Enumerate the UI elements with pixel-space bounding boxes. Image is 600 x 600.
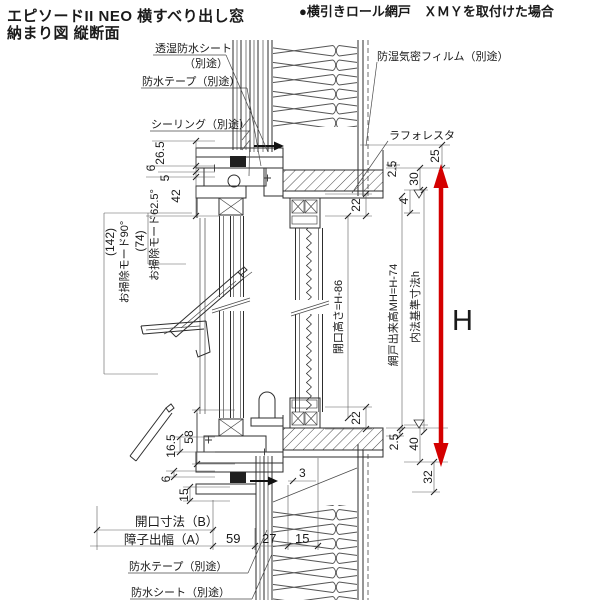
- header-note: ●横引きロール網戸 ＸＭＹを取付けた場合: [299, 4, 555, 19]
- operator-handle: [258, 391, 276, 418]
- dim-25: 25: [428, 149, 442, 163]
- dim-27: 27: [262, 531, 276, 546]
- dim-6-top: 6: [144, 164, 158, 171]
- screen-housing-top: [289, 197, 321, 229]
- screw-plus-marks: [205, 164, 271, 456]
- window-sill-section: [195, 391, 384, 495]
- page-title-line2: 納まり図 縦断面: [7, 24, 120, 42]
- dim-5: 5: [158, 174, 172, 181]
- dim-opening-height: 開口高さ=H-86: [331, 280, 345, 354]
- roller-circle: [227, 174, 241, 188]
- window-head-section: [195, 147, 384, 229]
- height-dimension-arrow: [433, 164, 449, 467]
- dim-h-label: H: [452, 305, 473, 337]
- dim-16-5: 16.5: [164, 434, 178, 458]
- callout-waterproof-tape-bottom: 防水テープ（別途）: [129, 559, 227, 573]
- callout-waterproof-tape-top: 防水テープ（別途）: [142, 74, 240, 88]
- callout-sealing: シーリング（別途）: [151, 117, 250, 131]
- glazing-section: [199, 216, 330, 418]
- callout-moisture-sheet-note: （別途）: [184, 56, 228, 70]
- wall-top: [232, 40, 369, 196]
- dim-inner-standard: 内法基準寸法h: [408, 271, 422, 343]
- dim-22-bottom: 22: [349, 411, 363, 425]
- dim-cleaning-mode-90: お掃除モード90°: [117, 221, 131, 304]
- dim-2-5-bottom: 2.5: [387, 433, 401, 450]
- dim-74: (74): [133, 230, 147, 251]
- callout-moisture-sheet: 透湿防水シート: [155, 41, 232, 55]
- dim-4: 4: [397, 197, 411, 204]
- dim-32: 32: [421, 470, 435, 484]
- dim-cleaning-mode-62-5: お掃除モード62.5°: [147, 189, 161, 281]
- dim-opening-b-label: 開口寸法（B）: [135, 515, 218, 529]
- screen-mesh-zigzag: [306, 228, 312, 410]
- dim-sash-a-label: 障子出幅（A）: [124, 532, 207, 547]
- dim-6-bottom: 6: [159, 475, 173, 482]
- dim-142: (142): [103, 228, 117, 256]
- dim-26-5: 26.5: [153, 141, 167, 165]
- seal-block-bottom: [230, 472, 246, 483]
- dim-58: 58: [182, 430, 196, 444]
- insulation-batt-top: [273, 42, 357, 127]
- dimension-lines: [90, 137, 450, 550]
- dim-22-top: 22: [349, 198, 363, 212]
- sill-hatch: [282, 427, 384, 451]
- seal-block-top: [230, 156, 246, 167]
- dim-42: 42: [169, 189, 183, 203]
- callout-leaders: [128, 54, 389, 600]
- lintel-hatch: [282, 169, 384, 192]
- dim-40: 40: [407, 437, 421, 451]
- callout-laforesta: ラフォレスタ: [389, 129, 455, 142]
- dim-screen-height: 網戸出来高MH=H-74: [386, 264, 400, 366]
- dim-2-5-top: 2.5: [385, 160, 399, 177]
- dim-30: 30: [407, 172, 421, 186]
- callout-waterproof-sheet-bottom: 防水シート（別途）: [131, 585, 230, 599]
- exterior-reference-arrow-bottom: [250, 476, 278, 486]
- dim-59: 59: [226, 531, 240, 546]
- open-sash-90: [140, 320, 211, 358]
- datum-triangle-icon-bottom: [413, 419, 425, 429]
- dim-15-left: 15: [177, 488, 191, 502]
- open-sash-low: [129, 403, 175, 462]
- wall-bottom: [255, 444, 369, 600]
- insulation-batt-bottom: [273, 505, 357, 600]
- page-title-line1: エピソードII NEO 横すべり出し窓: [7, 7, 245, 25]
- dim-3: 3: [299, 466, 306, 480]
- dim-15-bottom: 15: [295, 531, 309, 546]
- text-layer: エピソードII NEO 横すべり出し窓 納まり図 縦断面 ●横引きロール網戸 Ｘ…: [7, 4, 555, 599]
- callout-vapor-film: 防湿気密フィルム（別途）: [377, 49, 509, 63]
